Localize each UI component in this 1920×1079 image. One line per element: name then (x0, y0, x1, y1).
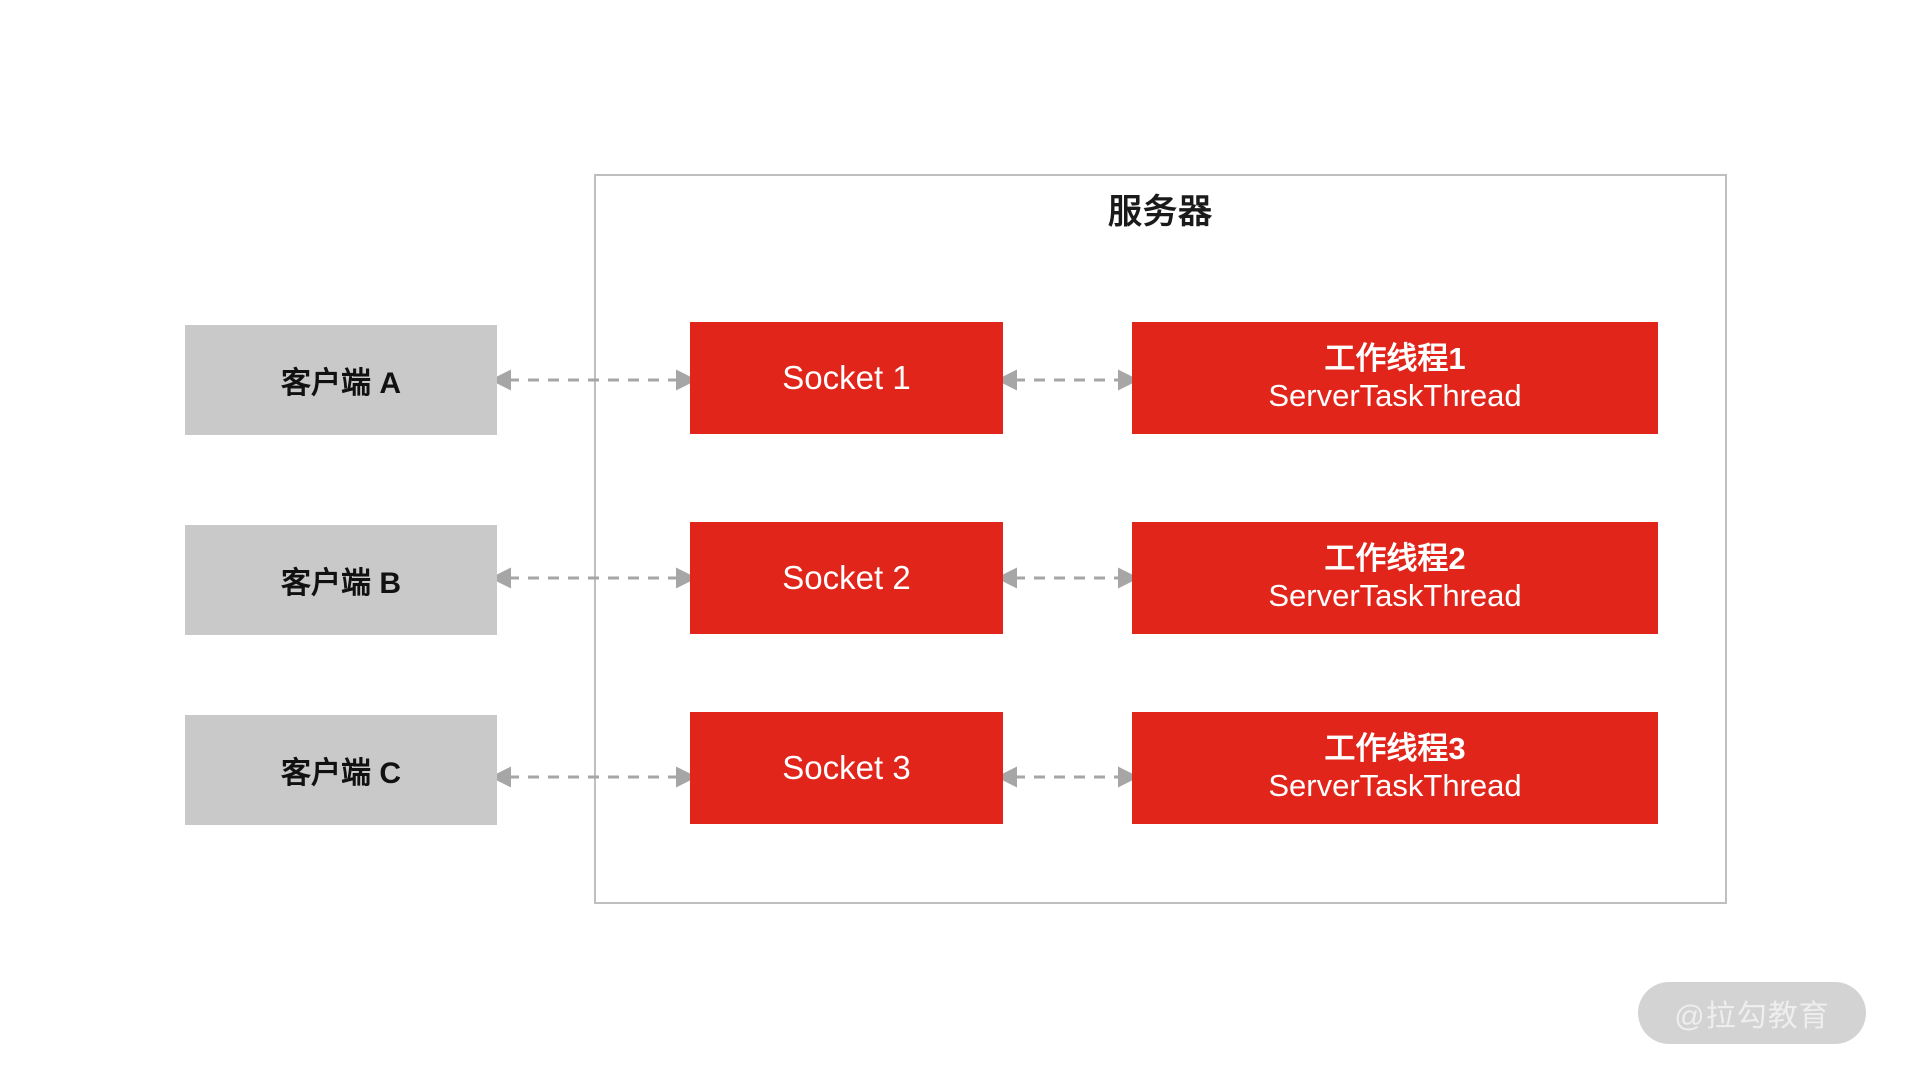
client-box-a: 客户端 A (185, 325, 497, 435)
socket-box-1: Socket 1 (690, 322, 1003, 434)
socket-box-3: Socket 3 (690, 712, 1003, 824)
socket-label-2: Socket 2 (782, 559, 911, 596)
socket-label-1: Socket 1 (782, 359, 911, 396)
client-label-c: 客户端 C (281, 757, 401, 790)
connector-client-b-to-socket-2 (497, 567, 690, 589)
connector-socket-3-to-worker-3 (1003, 766, 1132, 788)
server-boundary-box (594, 174, 1727, 904)
worker-thread-box-3: 工作线程3 ServerTaskThread (1132, 712, 1658, 824)
worker-thread-box-2: 工作线程2 ServerTaskThread (1132, 522, 1658, 634)
connector-client-c-to-socket-3 (497, 766, 690, 788)
worker-thread-box-1: 工作线程1 ServerTaskThread (1132, 322, 1658, 434)
watermark-label: @拉勾教育 (1674, 1000, 1830, 1033)
socket-box-2: Socket 2 (690, 522, 1003, 634)
worker-thread-label-3: 工作线程3 (1324, 731, 1466, 767)
worker-thread-class-3: ServerTaskThread (1268, 768, 1522, 803)
worker-thread-class-1: ServerTaskThread (1268, 378, 1522, 413)
watermark-badge: @拉勾教育 (1638, 982, 1866, 1044)
connector-socket-1-to-worker-1 (1003, 369, 1132, 391)
server-title-label: 服务器 (1108, 193, 1213, 231)
client-box-c: 客户端 C (185, 715, 497, 825)
client-label-b: 客户端 B (281, 567, 401, 600)
client-box-b: 客户端 B (185, 525, 497, 635)
worker-thread-label-2: 工作线程2 (1324, 541, 1466, 577)
connector-client-a-to-socket-1 (497, 369, 690, 391)
client-label-a: 客户端 A (281, 367, 401, 400)
socket-label-3: Socket 3 (782, 749, 911, 786)
worker-thread-class-2: ServerTaskThread (1268, 578, 1522, 613)
connector-socket-2-to-worker-2 (1003, 567, 1132, 589)
worker-thread-label-1: 工作线程1 (1324, 341, 1466, 377)
